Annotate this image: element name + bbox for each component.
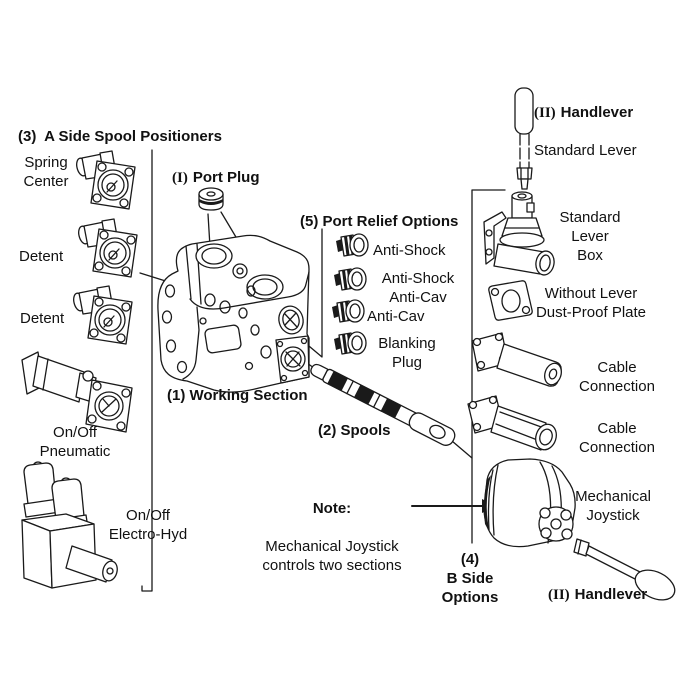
anti-cav-cartridge-art (331, 299, 365, 323)
cable-connection-2-art (467, 395, 557, 451)
b-side-heading: (4) B Side Options (441, 551, 499, 606)
dust-proof-plate-art (488, 280, 533, 321)
pneumatic-label: On/Off Pneumatic (39, 424, 111, 460)
dust-proof-plate-label: Without Lever Dust-Proof Plate (535, 285, 647, 321)
standard-lever-box-art (483, 191, 555, 276)
blanking-plug-label: Blanking Plug (378, 335, 436, 371)
anti-shock-anti-cav-cartridge-art (333, 267, 367, 291)
anti-shock-cartridge-art (335, 233, 369, 257)
standard-lever-label: Standard Lever (534, 142, 637, 159)
anti-cav-label: Anti-Cav (367, 308, 425, 325)
spring-center-label: Spring Center (23, 154, 69, 190)
cable-connection-1-label: Cable Connection (579, 359, 655, 395)
handlever-top-heading: (II)Handlever (534, 103, 633, 123)
port-plug-numeral: (I) (172, 170, 188, 186)
mechanical-joystick-label: Mechanical Joystick (575, 488, 651, 524)
handlever-art (573, 538, 676, 601)
handlever-top-numeral: (II) (534, 105, 556, 121)
mechanical-joystick-art (483, 458, 576, 548)
handlever-top-text: Handlever (560, 104, 634, 121)
a-side-heading: (3) A Side Spool Positioners (18, 128, 222, 145)
port-plug-art (198, 187, 224, 211)
detent-positioner-1-art (76, 218, 138, 278)
anti-shock-anti-cav-label: Anti-Shock Anti-Cav (381, 270, 455, 306)
handlever-bottom-heading: (II)Handlever (548, 585, 647, 605)
working-section-art (157, 234, 310, 393)
note-body: Mechanical Joystick controls two section… (262, 538, 402, 574)
handlever-bottom-text: Handlever (574, 586, 648, 603)
port-relief-heading: (5) Port Relief Options (300, 213, 459, 230)
standard-lever-box-label: Standard Lever Box (559, 209, 621, 264)
note-arrow (411, 499, 496, 513)
port-plug-heading: (I)Port Plug (172, 168, 260, 188)
pneumatic-actuator-art (21, 351, 133, 433)
standard-lever-art (514, 87, 534, 190)
detent-positioner-2-art (71, 285, 133, 345)
blanking-plug-cartridge-art (333, 331, 367, 355)
detent-1-label: Detent (19, 248, 64, 265)
note-title: Note: (312, 500, 352, 517)
port-plug-text: Port Plug (192, 169, 260, 186)
detent-2-label: Detent (20, 310, 65, 327)
working-section-heading: (1) Working Section (167, 387, 308, 404)
cable-connection-1-art (471, 332, 562, 387)
spring-center-positioner-art (74, 150, 136, 210)
spool-art (310, 363, 456, 446)
handlever-bottom-numeral: (II) (548, 587, 570, 603)
electro-hyd-actuator-art (21, 461, 118, 589)
spools-heading: (2) Spools (318, 422, 391, 439)
electro-hyd-label: On/Off Electro-Hyd (108, 507, 188, 543)
cable-connection-2-label: Cable Connection (579, 420, 655, 456)
note-block: Note: Mechanical Joystick controls two s… (252, 480, 412, 594)
anti-shock-label: Anti-Shock (373, 242, 446, 259)
